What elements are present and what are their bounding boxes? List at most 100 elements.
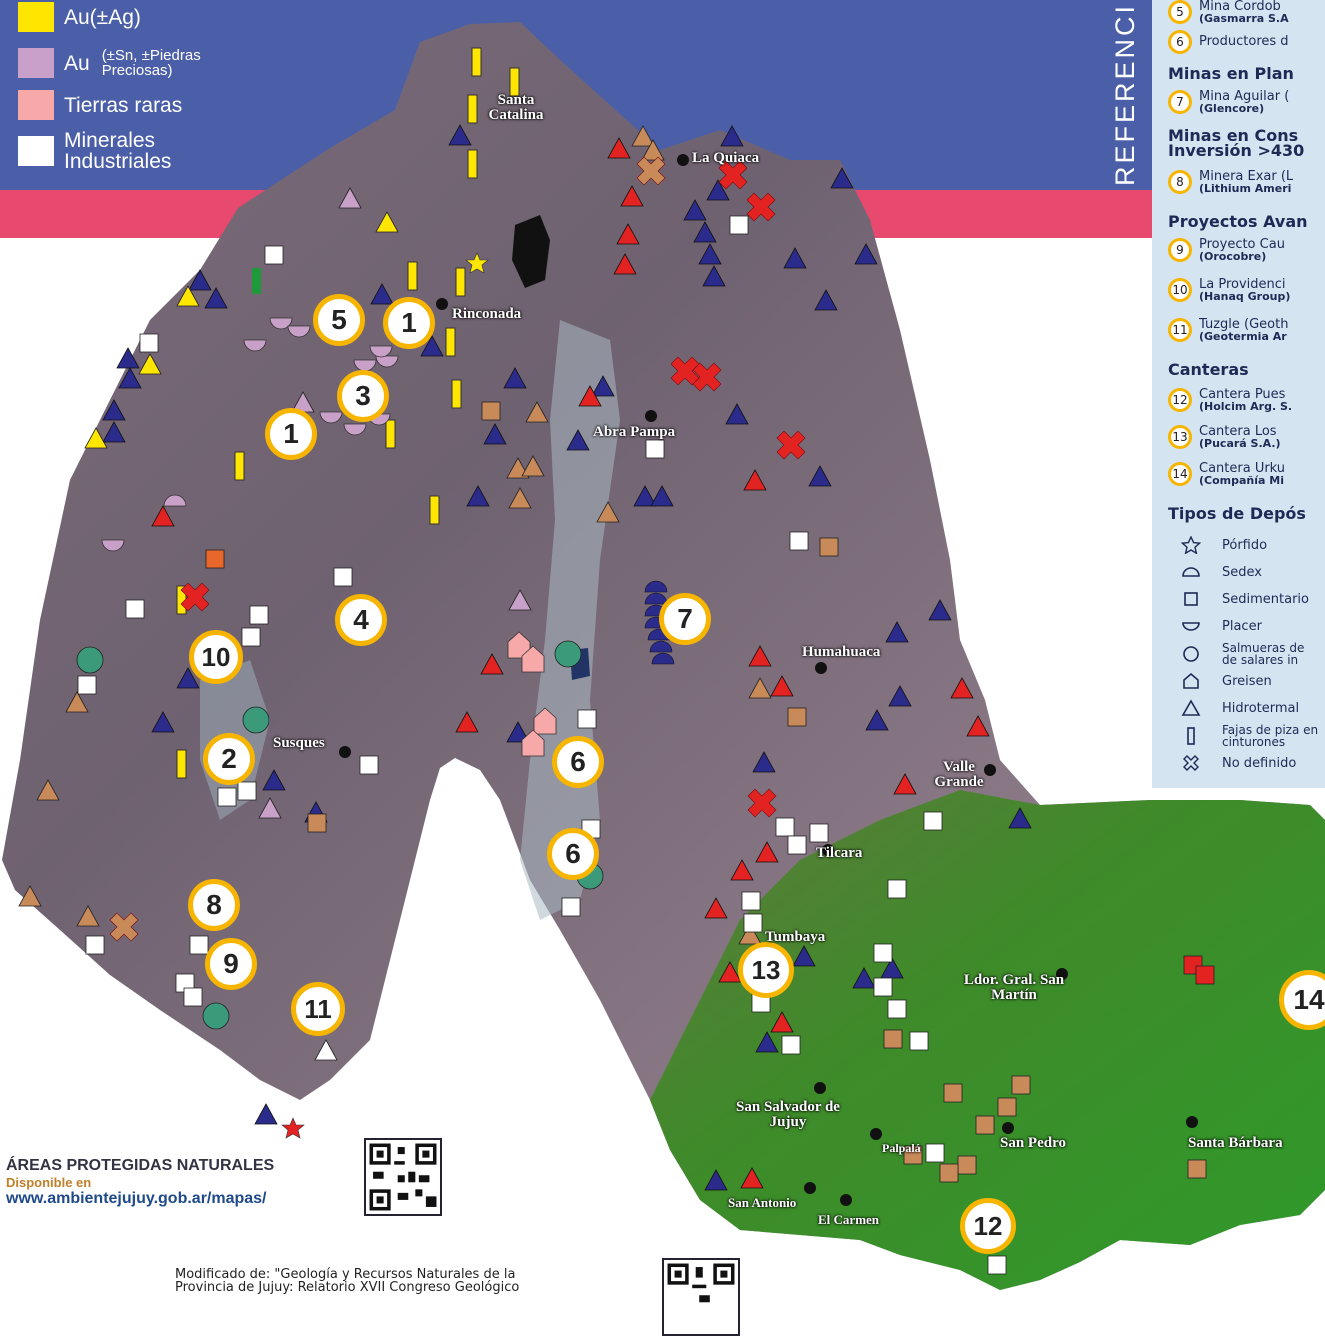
- references-vertical-title: REFERENCI: [1110, 2, 1140, 186]
- legend-swatch: [18, 2, 54, 32]
- protected-url-link[interactable]: www.ambientejujuy.gob.ar/mapas/: [6, 1190, 267, 1207]
- ref-name: Minera Exar (L: [1199, 169, 1294, 184]
- deposit-type-salmueras: Salmueras de de salares in: [1180, 642, 1322, 666]
- placer-bowl: [101, 539, 125, 552]
- sedimentary-square: [957, 1155, 977, 1175]
- ref-company: (Gasmarra S.A: [1199, 12, 1289, 25]
- ref-heading-projects: Proyectos Avan: [1168, 212, 1308, 231]
- project-badge: 6: [547, 828, 599, 880]
- ref-number-badge: 7: [1168, 90, 1192, 114]
- ref-number-badge: 14: [1168, 462, 1192, 486]
- place-la-quiaca: La Quiaca: [692, 150, 760, 166]
- industrial-square: [741, 891, 761, 911]
- hydrothermal-triangle: [854, 243, 878, 265]
- sedimentary-square: [1187, 1159, 1207, 1179]
- greisen-house: [521, 729, 545, 757]
- ref-number-badge: 10: [1168, 278, 1192, 302]
- hydrothermal-red-triangle: [480, 653, 504, 675]
- place-san-pedro: San Pedro: [1000, 1135, 1066, 1151]
- hydrothermal-brown-triangle: [508, 487, 532, 509]
- hydrothermal-red-triangle: [740, 1167, 764, 1189]
- town-dot: [815, 662, 827, 674]
- qr-code-icon[interactable]: [662, 1258, 740, 1336]
- gold-belt-bar: [509, 67, 520, 97]
- ref-heading-deposit-types: Tipos de Depós: [1168, 504, 1306, 523]
- sedimentary-square: [819, 537, 839, 557]
- undefined-cross: [109, 912, 139, 942]
- industrial-square: [887, 879, 907, 899]
- hydrothermal-red-triangle: [578, 385, 602, 407]
- project-badge: 5: [313, 294, 365, 346]
- legend-item-industrial: Minerales Industriales: [18, 130, 214, 172]
- hydrothermal-red-triangle: [718, 961, 742, 983]
- hydrothermal-brown-triangle: [738, 923, 762, 945]
- town-dot: [1056, 968, 1068, 980]
- hydrothermal-red-triangle: [616, 223, 640, 245]
- industrial-square: [237, 781, 257, 801]
- deposit-type-label: Sedex: [1222, 564, 1262, 580]
- ref-item-5: 5 Mina Cordob (Gasmarra S.A: [1168, 0, 1289, 25]
- sedimentary-green-bar: [252, 268, 261, 294]
- gold-belt-bar: [455, 267, 466, 297]
- au-sn-triangle: [508, 589, 532, 611]
- town-dot: [840, 1194, 852, 1206]
- industrial-square: [249, 605, 269, 625]
- industrial-square: [873, 977, 893, 997]
- brine-circle: [554, 640, 582, 668]
- ref-name: Cantera Pues: [1199, 387, 1286, 402]
- au-sn-triangle: [258, 797, 282, 819]
- au-triangle: [84, 427, 108, 449]
- ref-item-9: 9 Proyecto Cau (Orocobre): [1168, 238, 1285, 263]
- industrial-square: [809, 823, 829, 843]
- project-badge: 6: [552, 736, 604, 788]
- project-badge: 1: [265, 408, 317, 460]
- gold-belt-bar: [467, 94, 478, 124]
- sedimentary-square: [883, 1029, 903, 1049]
- industrial-square: [241, 627, 261, 647]
- placer-bowl: [319, 411, 343, 424]
- hydrothermal-triangle: [483, 423, 507, 445]
- hydrothermal-triangle: [1008, 807, 1032, 829]
- ref-name: Mina Aguilar (: [1199, 89, 1290, 104]
- industrial-square: [264, 245, 284, 265]
- project-badge: 4: [335, 594, 387, 646]
- hydrothermal-triangle: [702, 265, 726, 287]
- hydrothermal-brown-triangle: [525, 401, 549, 423]
- hydrothermal-triangle: [262, 769, 286, 791]
- sedimentary-square: [939, 1163, 959, 1183]
- pentagon-house-icon: [1183, 672, 1199, 689]
- place-santa-barbara: Santa Bárbara: [1188, 1135, 1283, 1151]
- town-dot: [984, 764, 996, 776]
- brine-circle: [242, 706, 270, 734]
- sedex-dome: [644, 580, 668, 593]
- placer-bowl: [269, 317, 293, 330]
- deposit-type-placer: Placer: [1180, 617, 1262, 635]
- ref-item-14: 14 Cantera Urku (Compañía Mi: [1168, 462, 1285, 487]
- credit-line: Modificado de: "Geología y Recursos Natu…: [175, 1267, 516, 1282]
- hydrothermal-triangle: [725, 403, 749, 425]
- ref-item-10: 10 La Providenci (Hanaq Group): [1168, 278, 1290, 303]
- deposit-type-label: Greisen: [1222, 673, 1272, 689]
- hydrothermal-triangle: [865, 709, 889, 731]
- hydrothermal-triangle: [752, 751, 776, 773]
- place-tilcara: Tilcara: [816, 845, 863, 861]
- hydrothermal-brown-triangle: [521, 455, 545, 477]
- hydrothermal-triangle: [830, 167, 854, 189]
- hydrothermal-red-triangle: [613, 253, 637, 275]
- deposit-type-label: Salmueras de de salares in: [1222, 641, 1305, 667]
- town-dot: [677, 154, 689, 166]
- sedimentary-square: [481, 401, 501, 421]
- place-rinconada: Rinconada: [452, 306, 522, 322]
- undefined-cross: [692, 362, 722, 392]
- placer-bowl: [243, 339, 267, 352]
- ref-number-badge: 13: [1168, 425, 1192, 449]
- town-dot: [1002, 1122, 1014, 1134]
- town-dot: [804, 1182, 816, 1194]
- hydrothermal-red-triangle: [755, 841, 779, 863]
- qr-code-icon[interactable]: [364, 1138, 442, 1216]
- deposit-type-label: No definido: [1222, 755, 1297, 771]
- hydrothermal-triangle: [188, 269, 212, 291]
- hydrothermal-brown-triangle: [748, 677, 772, 699]
- ref-item-13: 13 Cantera Los (Pucará S.A.): [1168, 425, 1281, 450]
- hydrothermal-triangle: [693, 221, 717, 243]
